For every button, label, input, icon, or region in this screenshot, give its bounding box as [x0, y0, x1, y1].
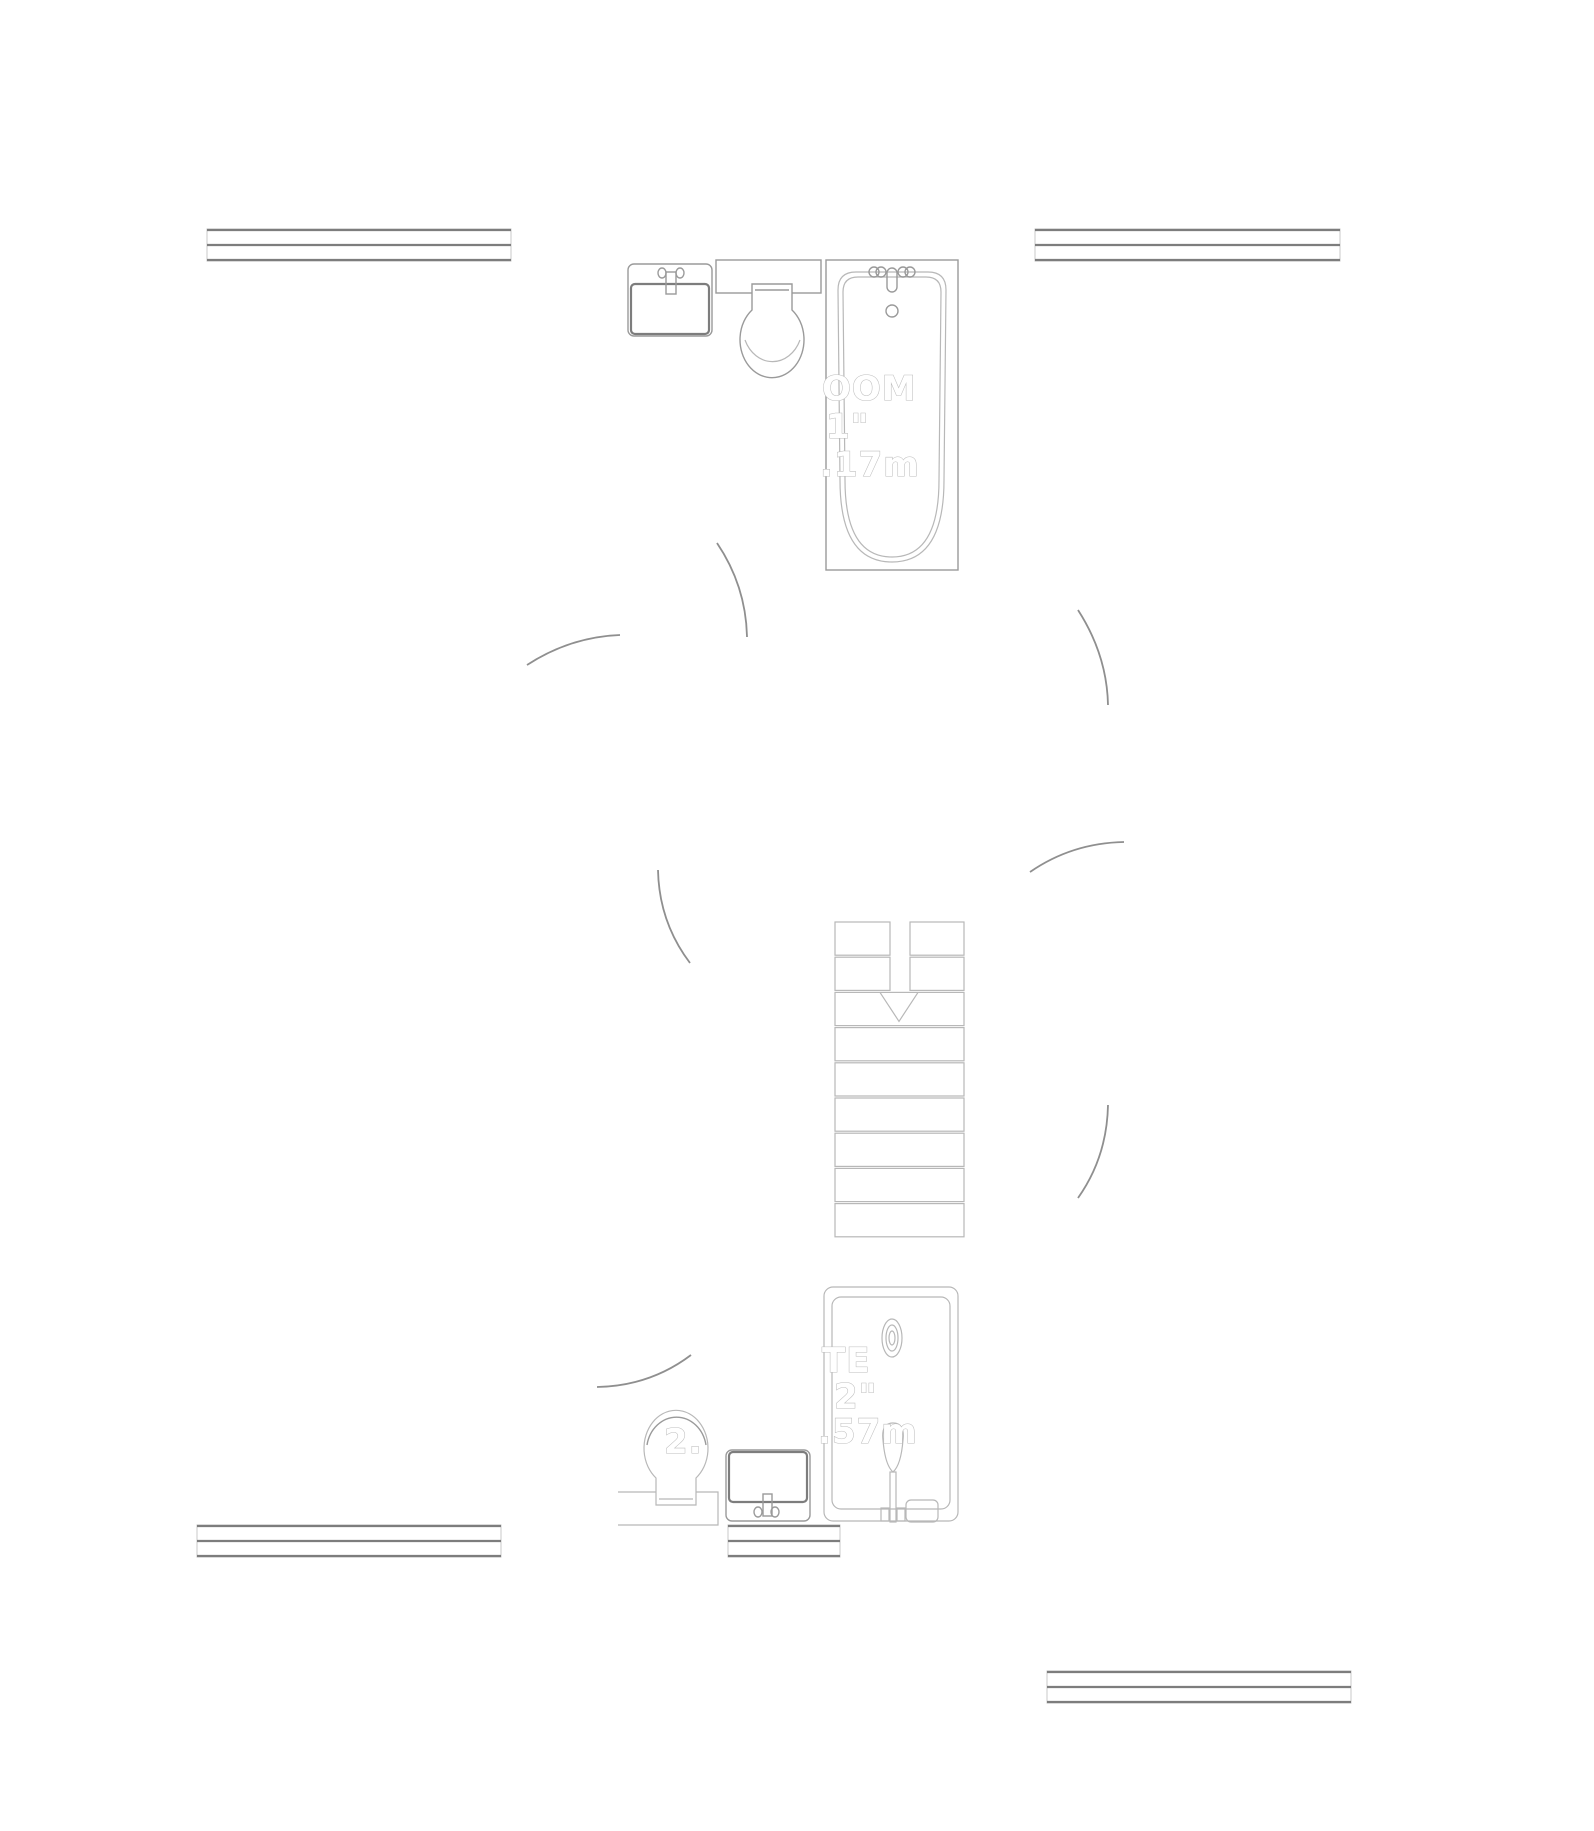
room-name-text: TE	[822, 1341, 870, 1381]
door-swing-arc	[1077, 1104, 1109, 1199]
stair-step	[834, 921, 891, 956]
room-label-top: OOM 1" .17m	[819, 368, 920, 485]
room-size-imperial-text: 2"	[834, 1377, 877, 1417]
bathtub-icon	[825, 259, 959, 571]
stair-step	[834, 1202, 965, 1238]
stair-direction-arrow-icon	[879, 992, 919, 1023]
window-bottom-right	[1046, 1670, 1352, 1704]
stair-step	[909, 921, 965, 956]
door-swing-arc	[1029, 841, 1125, 873]
window-top-right	[1034, 228, 1341, 262]
stair-step	[834, 956, 891, 992]
room-size-imperial-text: 1"	[826, 407, 869, 447]
stair-step	[834, 1097, 965, 1132]
door-swing-arc	[1077, 609, 1109, 706]
stair-step	[834, 1026, 965, 1062]
stair-step	[834, 991, 965, 1027]
shower-icon	[823, 1286, 959, 1523]
toilet-icon: 2.	[618, 1409, 719, 1526]
stairs	[834, 921, 965, 1238]
door-swing-arc	[526, 634, 621, 666]
room-name-text: OOM	[822, 369, 917, 409]
toilet-icon	[715, 259, 822, 379]
window-top-left	[206, 228, 512, 262]
room-size-metric-text: .57m	[818, 1412, 918, 1452]
door-swing-arc	[716, 542, 748, 638]
room-label-bottom: TE 2" .57m	[817, 1340, 918, 1452]
stair-step	[834, 1062, 965, 1097]
room-fragment-text: 2.	[664, 1422, 703, 1462]
stair-step	[834, 1132, 965, 1167]
room-size-metric-text: .17m	[820, 445, 920, 485]
door-swing-arc	[596, 1354, 692, 1388]
window-bottom-left	[196, 1524, 502, 1558]
stair-step	[909, 956, 965, 992]
stair-step	[834, 1167, 965, 1203]
window-bottom-center	[727, 1524, 841, 1558]
sink-icon	[725, 1449, 811, 1522]
door-swing-arc	[657, 869, 691, 964]
sink-icon	[627, 263, 713, 337]
